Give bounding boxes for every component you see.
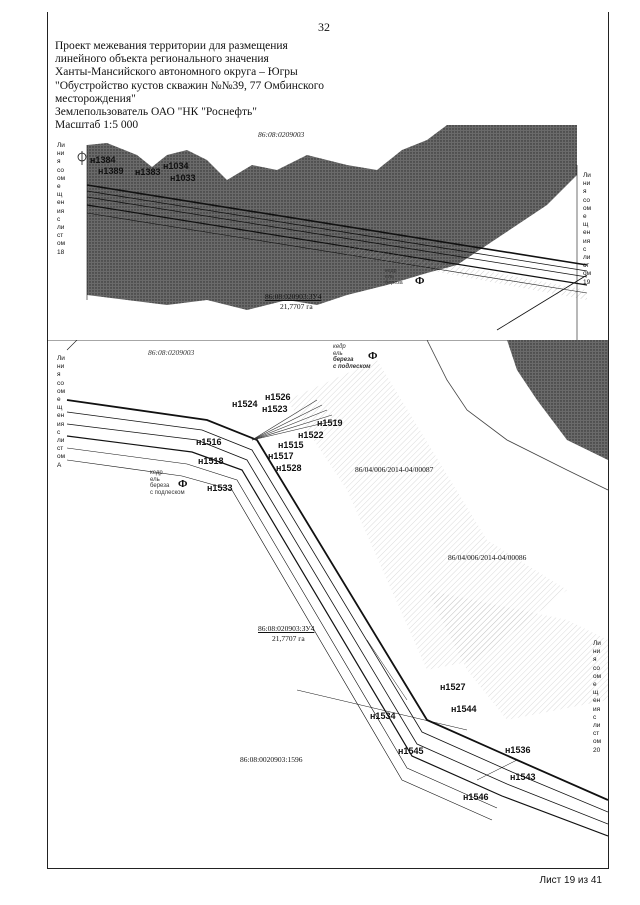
point-label: н1536 bbox=[505, 745, 531, 755]
title-line: Землепользователь ОАО "НК "Роснефть" bbox=[55, 106, 257, 119]
point-label: н1545 bbox=[398, 746, 424, 756]
point-label: н1544 bbox=[451, 704, 477, 714]
parcel-label-second: 86/04/006/2014-04/00086 bbox=[448, 553, 527, 562]
corridor-lines bbox=[86, 184, 588, 294]
point-label: н1523 bbox=[262, 404, 288, 414]
point-label: н1528 bbox=[276, 463, 302, 473]
title-line: "Обустройство кустов скважин №№39, 77 Ом… bbox=[55, 79, 324, 92]
point-label: н1519 bbox=[317, 418, 343, 428]
cadastral-label-top-1: 86:08:0209003 bbox=[258, 130, 305, 139]
point-label: н1033 bbox=[170, 173, 196, 183]
forest-area bbox=[507, 340, 608, 460]
page-number: 32 bbox=[318, 20, 330, 34]
point-label: н1543 bbox=[510, 772, 536, 782]
point-label: н1522 bbox=[298, 430, 324, 440]
point-label: н1516 bbox=[196, 437, 222, 447]
sheet-counter: Лист 19 из 41 bbox=[539, 875, 602, 886]
corridor-lines bbox=[66, 399, 608, 837]
point-label: н1518 bbox=[198, 456, 224, 466]
area-label-2: 21,7707 га bbox=[272, 634, 305, 643]
point-label: н1517 bbox=[268, 451, 294, 461]
forest-legend-top: кедр ель береза с подлеском bbox=[333, 344, 371, 370]
cadastral-label-bottom: 86:08:0020903:1596 bbox=[240, 755, 303, 764]
point-label: н1534 bbox=[370, 711, 396, 721]
point-label: н1034 bbox=[163, 161, 189, 171]
forest-symbol: Ф bbox=[415, 275, 425, 287]
point-label: н1384 bbox=[90, 155, 116, 165]
point-label: н1524 bbox=[232, 399, 258, 409]
point-label: н1527 bbox=[440, 682, 466, 692]
parcel-label-main: 86/04/006/2014-04/00087 bbox=[355, 465, 434, 474]
cadastral-label-top-2: 86:08:0209003 bbox=[148, 348, 195, 357]
area-label-1: 21,7707 га bbox=[280, 302, 313, 311]
point-label: н1383 bbox=[135, 167, 161, 177]
map-panel-1 bbox=[77, 125, 588, 340]
title-line: линейного объекта регионального значения bbox=[55, 53, 269, 66]
point-label: н1546 bbox=[463, 792, 489, 802]
point-label: н1389 bbox=[98, 166, 124, 176]
title-line: Масштаб 1:5 000 bbox=[55, 119, 139, 132]
forest-legend-left: кедр ель береза с подлеском bbox=[150, 470, 185, 496]
title-line: месторождения" bbox=[55, 92, 136, 105]
forest-symbol: Ф bbox=[178, 478, 188, 490]
forest-legend-1: кедр ель береза bbox=[385, 268, 403, 286]
point-label: н1526 bbox=[265, 392, 291, 402]
point-label: н1515 bbox=[278, 440, 304, 450]
title-line: Проект межевания территории для размещен… bbox=[55, 40, 288, 52]
point-label: н1533 bbox=[207, 483, 233, 493]
parcel-label-zu: 86:08:020903:ЗУ4 bbox=[258, 624, 315, 633]
forest-symbol: Ф bbox=[368, 350, 378, 362]
title-line: Ханты-Мансийского автономного округа – Ю… bbox=[55, 66, 298, 79]
map-panel-2 bbox=[47, 340, 608, 837]
page-frame bbox=[47, 12, 609, 869]
title-block: Проект межевания территории для размещен… bbox=[55, 40, 355, 132]
parcel-label-1: 86:08:020903:ЗУ4 bbox=[265, 292, 322, 301]
